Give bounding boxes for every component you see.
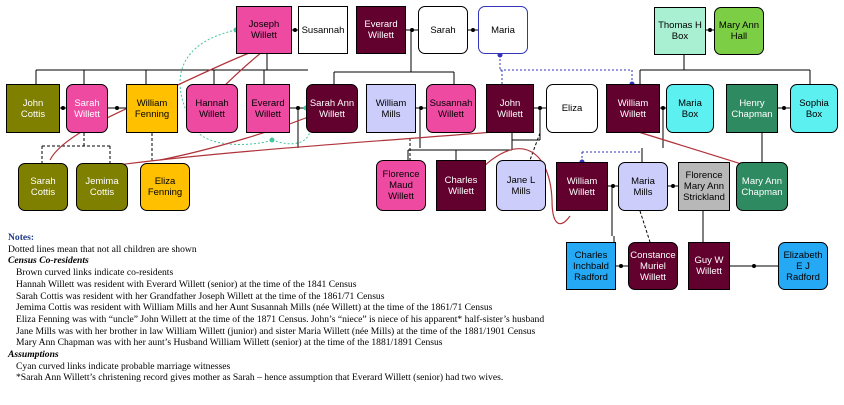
person-eliza[interactable]: Eliza [546, 84, 598, 133]
census-note: Jane Mills was with her brother in law W… [16, 325, 536, 337]
person-florence-mary-ann-strickland[interactable]: Florence Mary Ann Strickland [678, 162, 730, 211]
notes-dotted-line: Dotted lines mean that not all children … [8, 243, 197, 255]
person-susannah[interactable]: Susannah [298, 6, 348, 54]
census-note: Hannah Willett was resident with Everard… [16, 278, 357, 290]
notes-heading: Notes: [8, 232, 35, 243]
person-william-willett-senior[interactable]: William Willett [606, 84, 660, 133]
person-sophia-box[interactable]: Sophia Box [790, 84, 838, 133]
person-hannah-willett[interactable]: Hannah Willett [186, 84, 238, 133]
person-john-cottis[interactable]: John Cottis [6, 84, 60, 133]
person-sarah[interactable]: Sarah [418, 6, 468, 54]
notes-panel: Notes: Dotted lines mean that not all ch… [8, 232, 628, 384]
person-mary-ann-chapman[interactable]: Mary Ann Chapman [736, 162, 788, 211]
person-jemima-cottis[interactable]: Jemima Cottis [76, 163, 128, 211]
person-maria-mills[interactable]: Maria Mills [618, 162, 668, 211]
person-sarah-cottis[interactable]: Sarah Cottis [18, 163, 68, 211]
census-note: Jemima Cottis was resident with William … [16, 302, 493, 314]
person-jane-l-mills[interactable]: Jane L Mills [496, 160, 546, 211]
person-sarah-ann-willett[interactable]: Sarah Ann Willett [306, 84, 358, 133]
person-florence-maud-willett[interactable]: Florence Maud Willett [376, 160, 426, 211]
person-susannah-willett[interactable]: Susannah Willett [426, 84, 476, 133]
person-thomas-h-box[interactable]: Thomas H Box [654, 7, 706, 55]
assumptions-heading: Assumptions [8, 349, 59, 361]
census-note: Eliza Fenning was with “uncle” John Will… [16, 313, 545, 325]
census-note: Mary Ann Chapman was with her aunt’s Hus… [16, 337, 443, 349]
person-charles-inchbald-radford[interactable]: Charles Inchbald Radford [566, 242, 616, 290]
person-maria[interactable]: Maria [478, 6, 528, 54]
person-john-willett[interactable]: John Willett [486, 84, 534, 133]
person-everard-willett-senior[interactable]: Everard Willett [356, 6, 406, 54]
census-note: Sarah Cottis was resident with her Grand… [16, 290, 385, 302]
person-everard-willett-junior[interactable]: Everard Willett [246, 84, 290, 133]
person-constance-muriel-willett[interactable]: Constance Muriel Willett [628, 242, 678, 290]
person-elizabeth-e-j-radford[interactable]: Elizabeth E J Radford [778, 242, 828, 290]
person-maria-box[interactable]: Maria Box [666, 84, 714, 133]
person-sarah-willett[interactable]: Sarah Willett [66, 84, 108, 133]
person-henry-chapman[interactable]: Henry Chapman [726, 84, 778, 133]
assumption-note: Cyan curved links indicate probable marr… [16, 360, 231, 372]
census-note: Brown curved links indicate co-residents [16, 267, 174, 279]
person-joseph-willett[interactable]: Joseph Willett [236, 6, 292, 54]
person-guy-w-willett[interactable]: Guy W Willett [688, 242, 730, 290]
assumption-note: *Sarah Ann Willett’s christening record … [16, 372, 504, 384]
person-william-fenning[interactable]: William Fenning [126, 84, 178, 133]
person-william-willett-junior[interactable]: William Willett [556, 162, 608, 211]
person-charles-willett[interactable]: Charles Willett [436, 160, 486, 211]
census-heading: Census Co-residents [8, 255, 89, 267]
person-william-mills[interactable]: William Mills [366, 84, 416, 133]
person-mary-ann-hall[interactable]: Mary Ann Hall [714, 7, 764, 55]
person-eliza-fenning[interactable]: Eliza Fenning [140, 163, 190, 211]
